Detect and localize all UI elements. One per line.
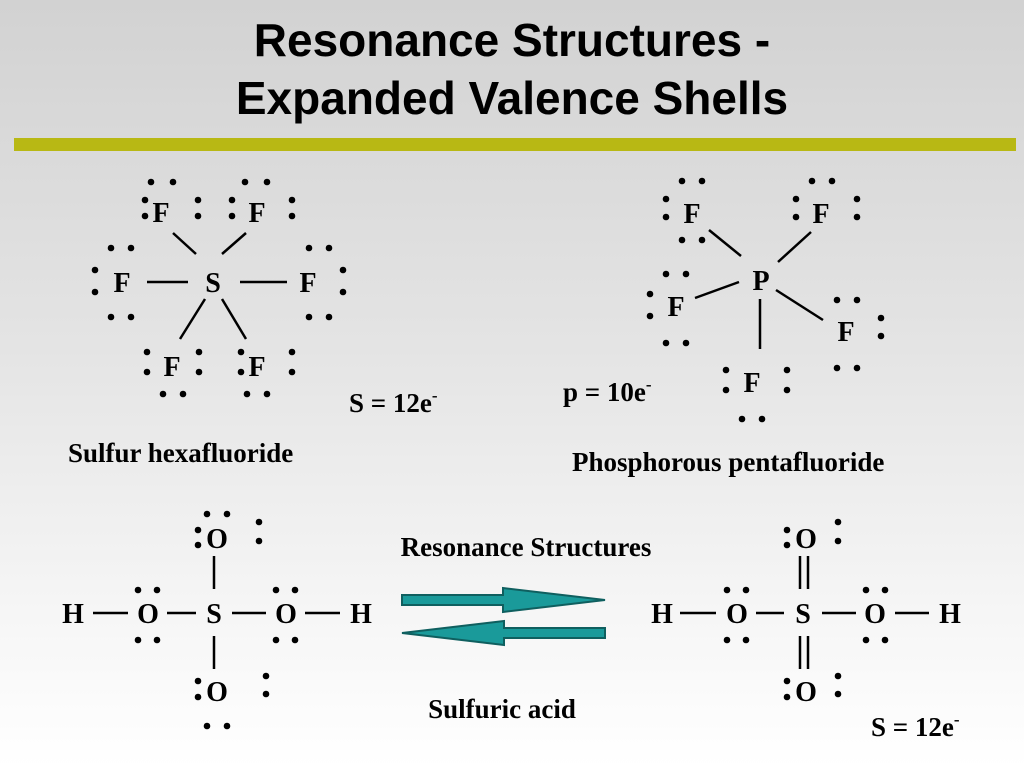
- left-o-top: O: [206, 524, 228, 555]
- pf5-bond-left: [694, 280, 740, 300]
- right-lone-pairs: [723, 518, 889, 701]
- sulfuric-acid-left-structure: H O S O H O O: [62, 510, 372, 730]
- sf6-electron-count: S = 12e-: [349, 386, 438, 418]
- pf5-f-left: F: [667, 292, 684, 323]
- pf5-bond-top-left: [708, 229, 742, 257]
- right-h-2: H: [939, 599, 961, 630]
- left-h-1: H: [62, 599, 84, 630]
- left-h-2: H: [350, 599, 372, 630]
- pf5-caption: Phosphorous pentafluoride: [572, 447, 884, 477]
- right-o-bottom: O: [795, 677, 817, 708]
- sf6-structure: S F F F F F F S = 12e- Sulfur he: [68, 178, 438, 468]
- sf6-central-atom: S: [205, 268, 221, 299]
- slide-title-line-2: Expanded Valence Shells: [235, 72, 789, 124]
- pf5-f-bottom: F: [743, 368, 760, 399]
- pf5-f-top-left: F: [683, 199, 700, 230]
- sf6-bond-top-right: [221, 232, 247, 255]
- sulfuric-acid-electron-count: S = 12e-: [871, 710, 960, 742]
- pf5-structure: P F F F F F p = 10e- Phosphorous pentafl…: [563, 177, 885, 477]
- left-o-bottom: O: [206, 677, 228, 708]
- title-underline-rule: [14, 138, 1016, 151]
- right-o-top: O: [795, 524, 817, 555]
- sulfuric-acid-caption: Sulfuric acid: [428, 694, 576, 724]
- sf6-f-top-left: F: [152, 198, 169, 229]
- pf5-f-right: F: [837, 317, 854, 348]
- sf6-f-right: F: [299, 268, 316, 299]
- sf6-bond-bottom-left: [178, 298, 207, 340]
- sf6-f-bottom-right: F: [248, 352, 265, 383]
- sulfuric-acid-right-structure: H O S O H O O S = 12e-: [651, 518, 961, 742]
- left-o-right: O: [275, 599, 297, 630]
- right-s-central: S: [795, 599, 811, 630]
- left-s-central: S: [206, 599, 222, 630]
- sf6-f-top-right: F: [248, 198, 265, 229]
- pf5-bond-lower-right: [775, 288, 824, 322]
- resonance-structures-label: Resonance Structures: [401, 532, 652, 562]
- left-o-left: O: [137, 599, 159, 630]
- reverse-arrow: [401, 619, 606, 647]
- pf5-bond-top-right: [777, 231, 812, 263]
- right-o-left: O: [726, 599, 748, 630]
- pf5-f-top-right: F: [812, 199, 829, 230]
- pf5-lone-pairs: [646, 177, 885, 423]
- pf5-central-atom: P: [752, 266, 769, 297]
- slide-title-line-1: Resonance Structures -: [253, 14, 771, 66]
- sf6-caption: Sulfur hexafluoride: [68, 438, 293, 468]
- left-lone-pairs: [134, 510, 299, 730]
- forward-arrow: [401, 586, 606, 614]
- right-o-right: O: [864, 599, 886, 630]
- sf6-lone-pairs: [91, 178, 347, 398]
- right-h-1: H: [651, 599, 673, 630]
- sf6-bond-bottom-right: [220, 298, 248, 340]
- pf5-electron-count: p = 10e-: [563, 375, 652, 407]
- sf6-bond-top-left: [172, 232, 197, 255]
- sf6-f-bottom-left: F: [163, 352, 180, 383]
- sf6-f-left: F: [113, 268, 130, 299]
